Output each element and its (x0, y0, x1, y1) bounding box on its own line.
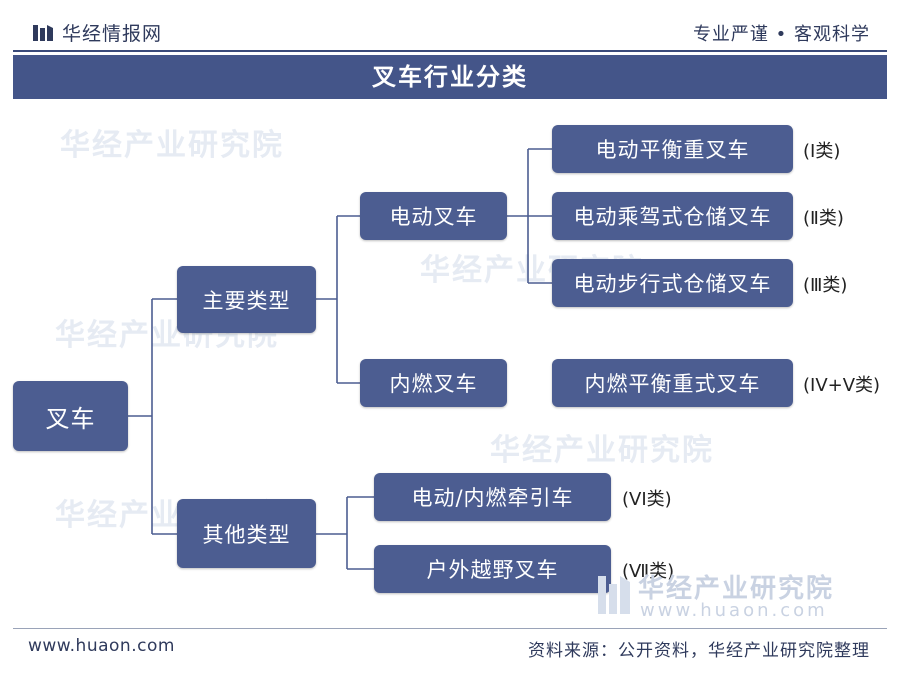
background-watermark: 华经产业研究院 (60, 128, 284, 163)
class-tag-i: (I类) (803, 141, 841, 162)
header-divider (13, 50, 887, 52)
node-other-types: 其他类型 (177, 499, 316, 568)
node-main-types: 主要类型 (177, 266, 316, 333)
watermark-brand: 华经产业研究院 (638, 574, 835, 604)
node-electric-forklift: 电动叉车 (360, 192, 507, 240)
node-electric-rider-warehouse: 电动乘驾式仓储叉车 (552, 192, 793, 240)
class-tag-vii: (Ⅶ类) (622, 561, 675, 582)
watermark-url: www.huaon.com (640, 600, 828, 621)
node-root: 叉车 (13, 381, 128, 451)
logo-icon (33, 25, 53, 41)
class-tag-vi: (VI类) (622, 489, 672, 510)
class-tag-iii: (Ⅲ类) (803, 275, 848, 296)
brand-name: 华经情报网 (62, 23, 163, 45)
watermark-logo-icon (598, 576, 630, 614)
node-rough-terrain-forklift: 户外越野叉车 (374, 545, 611, 593)
background-watermark: 华经产业研究院 (490, 433, 714, 468)
node-combustion-forklift: 内燃叉车 (360, 359, 507, 407)
node-electric-counterbalance: 电动平衡重叉车 (552, 125, 793, 173)
node-combustion-counterbalance: 内燃平衡重式叉车 (552, 359, 793, 407)
slogan: 专业严谨 • 客观科学 (692, 24, 870, 45)
page-title: 叉车行业分类 (13, 55, 887, 99)
node-electric-walkie-warehouse: 电动步行式仓储叉车 (552, 259, 793, 307)
class-tag-ii: (Ⅱ类) (803, 208, 844, 229)
node-tow-tractor: 电动/内燃牵引车 (374, 473, 611, 521)
class-tag-iv-v: (IV+V类) (803, 375, 881, 396)
header: 华经情报网 专业严谨 • 客观科学 (0, 0, 900, 58)
footer-url: www.huaon.com (28, 636, 175, 656)
footer-source: 资料来源：公开资料，华经产业研究院整理 (528, 641, 870, 661)
footer-divider (13, 628, 887, 629)
